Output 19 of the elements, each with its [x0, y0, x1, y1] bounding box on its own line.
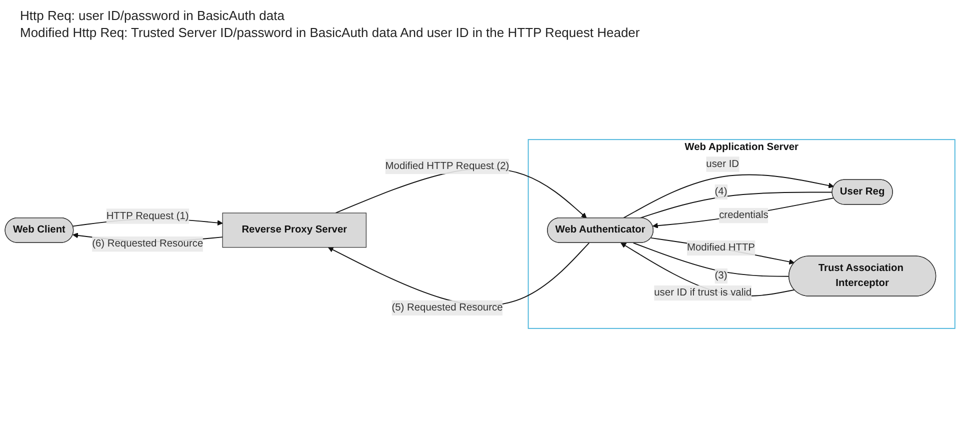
edge-label: user ID if trust is valid — [654, 287, 752, 298]
arrow — [622, 174, 834, 219]
edge-label: Modified HTTP — [687, 242, 755, 254]
edge-label: HTTP Request (1) — [106, 210, 189, 222]
note-text: Http Req: user ID/password in BasicAuth data — [20, 8, 286, 23]
edge-label: (4) — [714, 186, 728, 198]
arrow — [652, 198, 834, 228]
arrow — [650, 237, 795, 265]
edge-label: (6) Requested Resource — [92, 238, 204, 250]
note-text: Modified Http Req: Trusted Server ID/password in BasicAuth data And user ID in the HTTP Request Header — [20, 25, 641, 40]
edge-label: Modified HTTP Request (2) — [385, 160, 510, 172]
edge-label: user ID — [706, 158, 740, 170]
arrow — [620, 242, 795, 296]
node-box: Reverse Proxy Server — [222, 212, 367, 248]
edge-label: (3) — [714, 270, 728, 282]
edge-label: (5) Requested Resource — [392, 302, 503, 313]
edge-label: credentials — [719, 210, 768, 221]
connector — [632, 242, 790, 277]
connector — [639, 192, 833, 219]
